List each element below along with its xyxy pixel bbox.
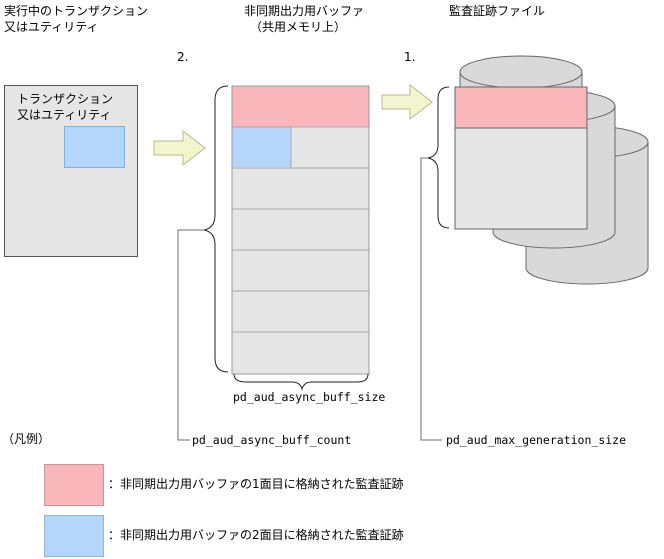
legend-text-page-2: ：非同期出力用バッファの2面目に格納された監査証跡 — [108, 528, 404, 542]
transaction-box-label-line2: 又はユティリティ — [17, 108, 112, 122]
transaction-header-line2: 又はユティリティ — [4, 20, 99, 34]
audit-file-brace-icon — [427, 86, 450, 229]
buffer-size-brace-icon — [233, 373, 369, 391]
buff-size-parameter: pd_aud_async_buff_size — [233, 390, 386, 404]
arrow-buffer-to-audit-file — [381, 83, 433, 121]
transaction-header-line1: 実行中のトランザクション — [4, 4, 149, 18]
step-2-label: 2. — [177, 50, 189, 64]
max-generation-parameter: pd_aud_max_generation_size — [446, 433, 627, 447]
buffer-header-line1: 非同期出力用バッファ — [244, 4, 365, 18]
transaction-audit-trail-block — [64, 126, 125, 168]
buffer-page-2-fill — [232, 127, 291, 167]
legend-title: （凡例） — [2, 432, 51, 446]
legend-swatch-page-2 — [44, 515, 104, 557]
buff-count-leader-line — [177, 229, 205, 441]
buffer-header-line2: （共用メモリ上） — [250, 20, 347, 34]
audit-file-page-1-fill — [454, 86, 588, 129]
transaction-box — [4, 85, 138, 257]
buff-count-parameter: pd_aud_async_buff_count — [192, 433, 352, 447]
transaction-box-label-line1: トランザクション — [17, 92, 114, 106]
buffer-page-1-fill — [232, 86, 369, 127]
legend-swatch-page-1 — [44, 464, 104, 506]
audit-file-header: 監査証跡ファイル — [449, 4, 546, 18]
buffer-brace-icon — [203, 85, 229, 373]
step-1-label: 1. — [404, 50, 416, 64]
max-gen-leader-line — [420, 157, 442, 441]
legend-text-page-1: ：非同期出力用バッファの1面目に格納された監査証跡 — [108, 477, 404, 491]
arrow-transaction-to-buffer — [153, 129, 206, 167]
